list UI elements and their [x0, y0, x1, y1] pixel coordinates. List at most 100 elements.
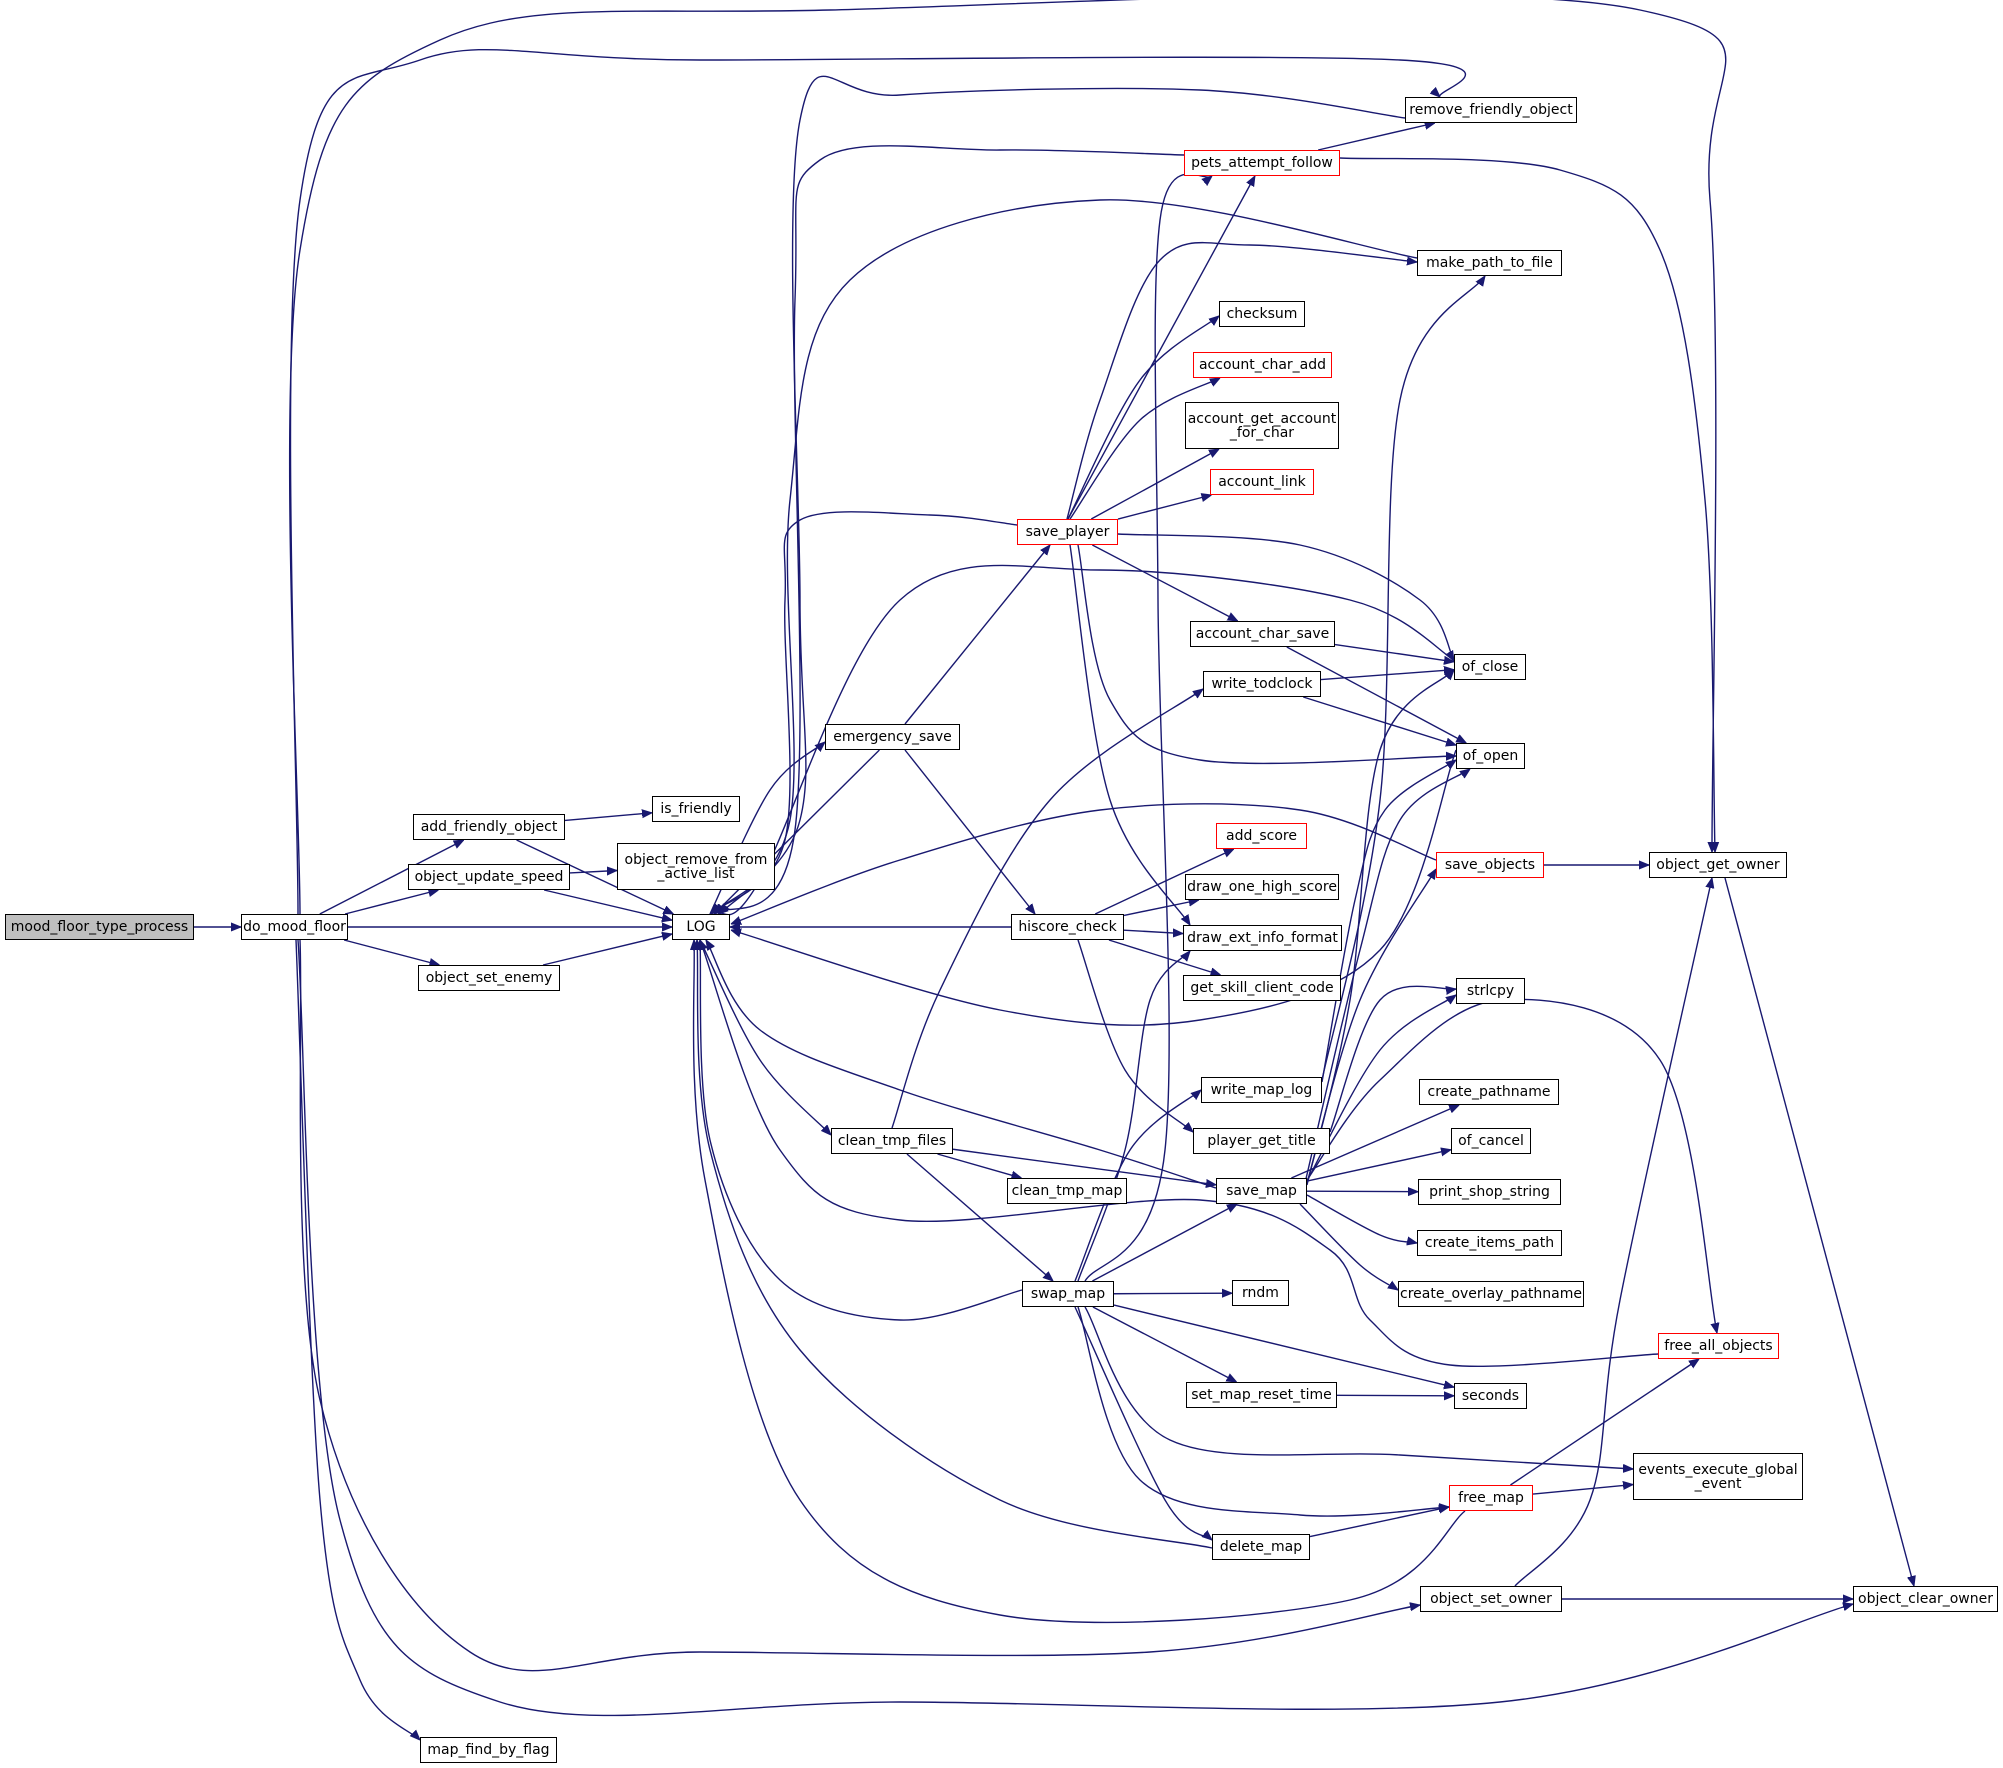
node-hiscore-check[interactable]: hiscore_check — [1011, 914, 1124, 940]
edge-clean_tmp_files-to-clean_tmp_map — [937, 1153, 1022, 1178]
edge-swap_map-to-save_map — [1092, 1204, 1237, 1282]
node-write-map-log[interactable]: write_map_log — [1201, 1077, 1322, 1103]
node-pets-attempt-follow[interactable]: pets_attempt_follow — [1184, 150, 1340, 176]
edge-clean_tmp_files-to-save_map — [952, 1148, 1216, 1185]
node-get-skill-client-code[interactable]: get_skill_client_code — [1183, 975, 1341, 1001]
node-of-close[interactable]: of_close — [1454, 654, 1526, 680]
edge-clean_tmp_files-to-write_todclock — [891, 689, 1203, 1129]
node-object-clear-owner[interactable]: object_clear_owner — [1853, 1586, 1998, 1612]
node-object-update-speed[interactable]: object_update_speed — [408, 864, 570, 890]
edge-save_player-to-draw_ext_info_format — [1069, 544, 1190, 925]
edge-make_path_to_file-to-LOG — [712, 199, 1418, 914]
node-create-items-path[interactable]: create_items_path — [1417, 1230, 1562, 1256]
node-rndm[interactable]: rndm — [1232, 1280, 1289, 1306]
edge-delete_map-to-free_map — [1309, 1507, 1449, 1538]
node-checksum[interactable]: checksum — [1219, 301, 1305, 327]
node-add-score[interactable]: add_score — [1216, 823, 1307, 849]
node-draw-one-high-score[interactable]: draw_one_high_score — [1185, 874, 1339, 900]
edge-object_update_speed-to-LOG — [543, 889, 672, 920]
edge-player_get_title-to-strlcpy — [1329, 985, 1456, 1133]
edge-save_player-to-of_close — [1117, 533, 1454, 661]
edge-do_mood_floor-to-object_set_owner — [299, 939, 1420, 1672]
edge-hiscore_check-to-player_get_title — [1077, 939, 1193, 1132]
edge-swap_map-to-delete_map — [1074, 1306, 1212, 1540]
node-make-path-to-file[interactable]: make_path_to_file — [1417, 250, 1562, 276]
node-object-get-owner[interactable]: object_get_owner — [1649, 852, 1787, 878]
edge-swap_map-to-write_map_log — [1074, 1090, 1201, 1282]
edge-free_all_objects-to-LOG — [700, 940, 1659, 1367]
node-add-friendly-object[interactable]: add_friendly_object — [413, 814, 565, 840]
edge-do_mood_floor-to-map_find_by_flag — [295, 939, 420, 1740]
node-player-get-title[interactable]: player_get_title — [1193, 1128, 1330, 1154]
node-account-get-account-for-char[interactable]: account_get_account _for_char — [1185, 402, 1339, 449]
edge-save_map-to-LOG — [706, 940, 1217, 1189]
edge-do_mood_floor-to-add_friendly_object — [319, 839, 464, 915]
node-create-pathname[interactable]: create_pathname — [1419, 1079, 1559, 1105]
edge-save_player-to-account_char_add — [1069, 378, 1220, 520]
edge-swap_map-to-LOG — [700, 940, 1023, 1321]
node-set-map-reset-time[interactable]: set_map_reset_time — [1186, 1382, 1337, 1408]
node-of-open[interactable]: of_open — [1456, 743, 1525, 769]
edge-remove_friendly_object-to-LOG — [720, 75, 1406, 914]
node-of-cancel[interactable]: of_cancel — [1451, 1128, 1531, 1154]
node-events-execute-global-event[interactable]: events_execute_global _event — [1633, 1453, 1803, 1500]
edge-swap_map-to-pets_attempt_follow — [1084, 173, 1212, 1282]
node-do-mood-floor[interactable]: do_mood_floor — [241, 914, 348, 940]
edge-free_map-to-events_execute_global_event — [1532, 1485, 1633, 1495]
edge-object_set_enemy-to-LOG — [542, 934, 672, 966]
edge-swap_map-to-draw_ext_info_format — [1077, 951, 1190, 1282]
edge-save_player-to-of_open — [1077, 544, 1456, 765]
edge-save_player-to-account_get_account_for_char — [1090, 449, 1219, 520]
edge-do_mood_floor-to-object_update_speed — [344, 890, 438, 915]
edge-write_todclock-to-of_open — [1303, 696, 1456, 745]
edge-account_char_save-to-of_close — [1334, 643, 1454, 662]
node-draw-ext-info-format[interactable]: draw_ext_info_format — [1183, 925, 1342, 951]
node-account-link[interactable]: account_link — [1210, 469, 1314, 495]
node-LOG[interactable]: LOG — [672, 914, 730, 940]
node-delete-map[interactable]: delete_map — [1212, 1534, 1310, 1560]
edge-hiscore_check-to-draw_one_high_score — [1123, 900, 1199, 917]
edge-object_update_speed-to-object_remove_from_active_list — [569, 871, 617, 873]
node-seconds[interactable]: seconds — [1454, 1383, 1527, 1409]
node-is-friendly[interactable]: is_friendly — [652, 796, 740, 822]
edge-save_player-to-checksum — [1067, 316, 1219, 520]
node-emergency-save[interactable]: emergency_save — [825, 724, 960, 750]
edge-swap_map-to-events_execute_global_event — [1084, 1306, 1633, 1469]
node-print-shop-string[interactable]: print_shop_string — [1418, 1179, 1561, 1205]
node-swap-map[interactable]: swap_map — [1022, 1281, 1114, 1307]
node-object-set-owner[interactable]: object_set_owner — [1420, 1586, 1562, 1612]
node-write-todclock[interactable]: write_todclock — [1203, 671, 1321, 697]
edge-pets_attempt_follow-to-remove_friendly_object — [1318, 123, 1435, 151]
edge-emergency_save-to-save_player — [904, 545, 1050, 725]
node-account-char-save[interactable]: account_char_save — [1190, 621, 1335, 647]
edge-add_friendly_object-to-LOG — [516, 839, 674, 915]
node-clean-tmp-files[interactable]: clean_tmp_files — [831, 1128, 953, 1154]
edge-swap_map-to-seconds — [1113, 1304, 1454, 1387]
edge-swap_map-to-free_map — [1077, 1306, 1449, 1517]
edge-save_map-to-create_items_path — [1306, 1194, 1417, 1243]
edge-save_player-to-make_path_to_file — [1066, 241, 1417, 520]
node-object-remove-from-active-list[interactable]: object_remove_from _active_list — [617, 843, 775, 890]
node-save-map[interactable]: save_map — [1216, 1178, 1307, 1204]
node-object-set-enemy[interactable]: object_set_enemy — [418, 965, 560, 991]
node-mood-floor-type-process: mood_floor_type_process — [5, 914, 194, 940]
edge-pets_attempt_follow-to-object_get_owner — [1339, 157, 1715, 852]
node-map-find-by-flag[interactable]: map_find_by_flag — [420, 1737, 557, 1763]
node-strlcpy[interactable]: strlcpy — [1456, 978, 1525, 1004]
node-free-map[interactable]: free_map — [1449, 1485, 1533, 1511]
node-free-all-objects[interactable]: free_all_objects — [1658, 1333, 1779, 1359]
node-account-char-add[interactable]: account_char_add — [1193, 352, 1332, 378]
edge-swap_map-to-set_map_reset_time — [1092, 1306, 1237, 1382]
edge-object_get_owner-to-object_clear_owner — [1724, 877, 1914, 1586]
node-save-player[interactable]: save_player — [1017, 519, 1118, 545]
edge-object_set_owner-to-object_get_owner — [1514, 878, 1712, 1587]
node-save-objects[interactable]: save_objects — [1436, 852, 1544, 878]
edge-save_player-to-LOG — [710, 511, 1018, 914]
edge-save_map-to-of_open — [1304, 769, 1470, 1184]
node-clean-tmp-map[interactable]: clean_tmp_map — [1007, 1178, 1127, 1204]
node-create-overlay-pathname[interactable]: create_overlay_pathname — [1398, 1281, 1584, 1307]
edge-LOG-to-clean_tmp_files — [699, 939, 831, 1135]
edge-do_mood_floor-to-remove_friendly_object — [289, 48, 1467, 915]
node-remove-friendly-object[interactable]: remove_friendly_object — [1405, 97, 1577, 123]
